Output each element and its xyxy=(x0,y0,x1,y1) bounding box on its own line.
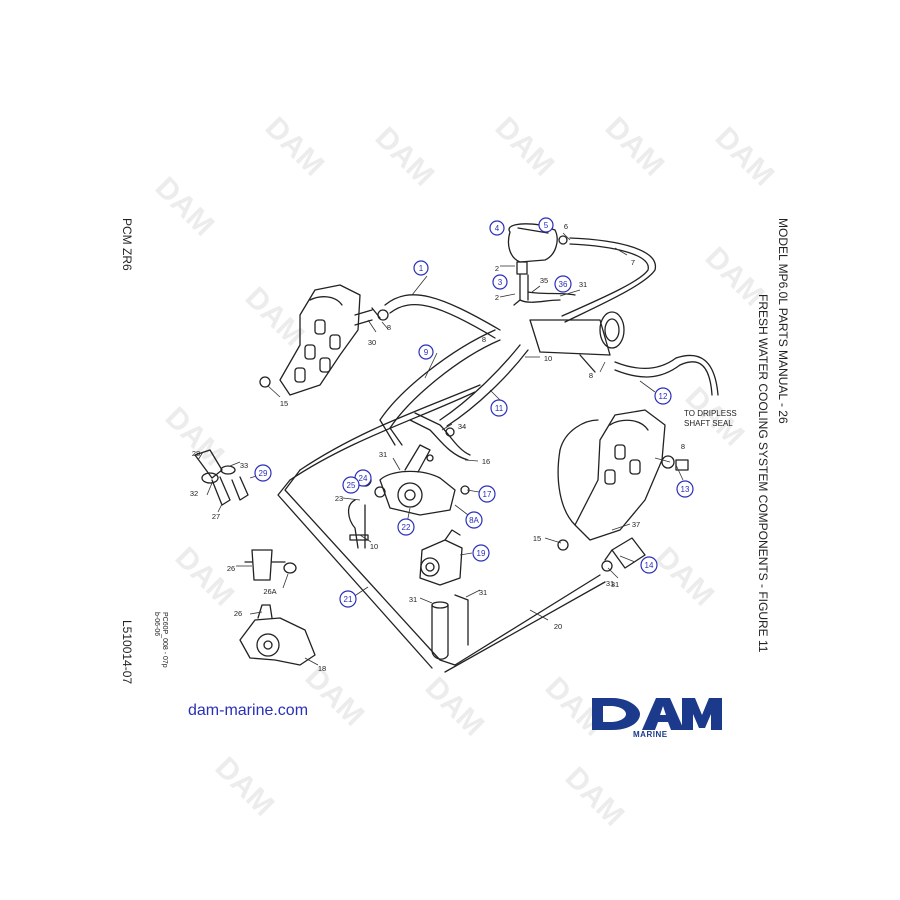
callout-label-9: 9 xyxy=(424,348,429,357)
callout-circle-13 xyxy=(676,480,694,498)
callout-label-1: 1 xyxy=(419,264,424,273)
callout-label-11: 11 xyxy=(495,404,504,413)
part-number-10: 10 xyxy=(544,354,552,363)
figure-title: FRESH WATER COOLING SYSTEM COMPONENTS - … xyxy=(756,294,770,653)
website-link[interactable]: dam-marine.com xyxy=(188,702,309,719)
callout-label-8A: 8A xyxy=(469,516,479,525)
part-number-26A: 26A xyxy=(263,587,276,596)
dripless-note-line2: SHAFT SEAL xyxy=(684,419,733,428)
part-number-31: 31 xyxy=(379,450,387,459)
callout-circle-9 xyxy=(418,344,434,360)
callout-label-22: 22 xyxy=(402,523,411,532)
callout-circle-11 xyxy=(490,399,508,417)
part-number-35: 35 xyxy=(540,276,548,285)
callout-circle-12 xyxy=(654,387,672,405)
logo-subtext: MARINE xyxy=(633,730,668,739)
part-number-15: 15 xyxy=(533,534,541,543)
callout-circle-14 xyxy=(640,556,658,574)
callout-circle-1 xyxy=(413,260,429,276)
part-number-10: 10 xyxy=(370,542,378,551)
part-number-20: 20 xyxy=(554,622,562,631)
part-number-32: 32 xyxy=(190,489,198,498)
callout-label-21: 21 xyxy=(344,595,353,604)
callout-label-25: 25 xyxy=(347,481,356,490)
dripless-note-line1: TO DRIPLESS xyxy=(684,409,737,418)
callout-circle-19 xyxy=(472,544,490,562)
callout-circle-4 xyxy=(489,220,505,236)
engine-code: PCM ZR6 xyxy=(120,218,134,271)
model-title: MODEL MP6.0L PARTS MANUAL - 26 xyxy=(776,218,790,424)
dam-logo xyxy=(592,698,722,730)
callout-label-14: 14 xyxy=(645,561,654,570)
callout-label-3: 3 xyxy=(498,278,503,287)
callout-circle-3 xyxy=(492,274,508,290)
part-number-31: 31 xyxy=(611,580,619,589)
callout-circle-8A xyxy=(465,511,483,529)
part-number-7: 7 xyxy=(631,258,635,267)
part-number-31: 31 xyxy=(606,579,614,588)
part-number-8: 8 xyxy=(387,323,391,332)
callout-circle-25 xyxy=(342,476,360,494)
part-number-26: 26 xyxy=(234,609,242,618)
part-number-26: 26 xyxy=(227,564,235,573)
drawing-number: L510014-07 xyxy=(120,620,134,685)
drawing-code: PC60P_008 - 07p xyxy=(161,612,168,668)
part-number-30: 30 xyxy=(368,338,376,347)
callout-circle-21 xyxy=(339,590,357,608)
callout-label-36: 36 xyxy=(559,280,568,289)
part-number-34: 34 xyxy=(458,422,466,431)
part-number-31: 31 xyxy=(479,588,487,597)
dripless-note: TO DRIPLESS SHAFT SEAL xyxy=(684,409,737,429)
callout-label-4: 4 xyxy=(495,224,500,233)
callout-label-24: 24 xyxy=(359,474,368,483)
callout-circle-36 xyxy=(554,275,572,293)
callout-label-17: 17 xyxy=(483,490,492,499)
callout-label-13: 13 xyxy=(681,485,690,494)
callout-circle-22 xyxy=(397,518,415,536)
part-number-16: 16 xyxy=(482,457,490,466)
callout-label-12: 12 xyxy=(659,392,668,401)
callout-label-19: 19 xyxy=(477,549,486,558)
part-number-15: 15 xyxy=(280,399,288,408)
part-number-33: 33 xyxy=(240,461,248,470)
drawing-date: b-06-06 xyxy=(153,612,160,637)
callout-label-5: 5 xyxy=(544,221,549,230)
part-number-8: 8 xyxy=(482,335,486,344)
callout-label-29: 29 xyxy=(259,469,268,478)
part-number-28: 28 xyxy=(192,449,200,458)
part-number-2: 2 xyxy=(495,293,499,302)
part-number-31: 31 xyxy=(579,280,587,289)
callout-circle-29 xyxy=(254,464,272,482)
part-number-37: 37 xyxy=(632,520,640,529)
callout-circle-17 xyxy=(478,485,496,503)
callout-circle-5 xyxy=(538,217,554,233)
part-number-31: 31 xyxy=(409,595,417,604)
part-number-8: 8 xyxy=(681,442,685,451)
part-number-23: 23 xyxy=(335,494,343,503)
part-number-6: 6 xyxy=(564,222,568,231)
part-number-8: 8 xyxy=(589,371,593,380)
part-number-2: 2 xyxy=(495,264,499,273)
part-number-18: 18 xyxy=(318,664,326,673)
part-number-27: 27 xyxy=(212,512,220,521)
